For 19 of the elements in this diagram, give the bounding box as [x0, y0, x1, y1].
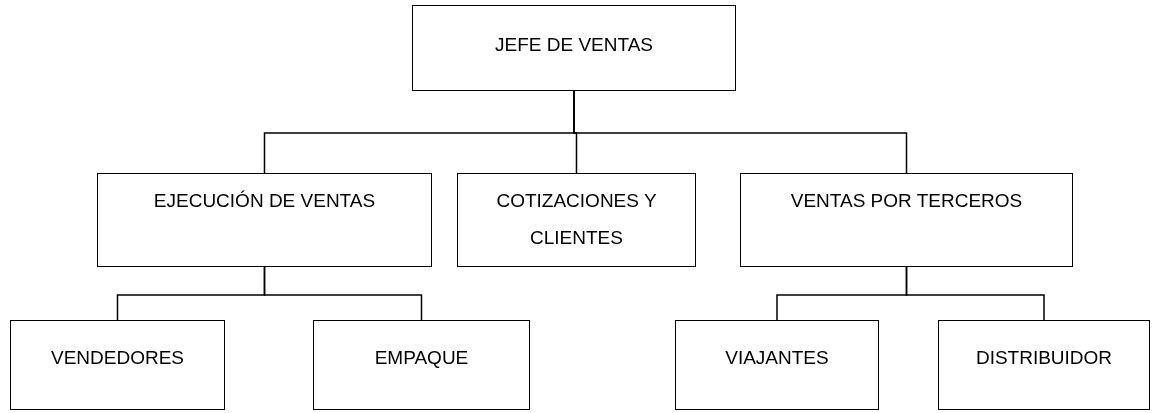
org-box — [10, 320, 225, 410]
box-label: COTIZACIONES Y CLIENTES — [495, 189, 658, 250]
connector-line — [263, 266, 423, 321]
connector-line — [573, 90, 908, 174]
box-label: VENDEDORES — [51, 346, 184, 370]
org-box — [740, 173, 1073, 267]
org-box — [412, 5, 736, 91]
box-label: EJECUCIÓN DE VENTAS — [153, 189, 376, 213]
org-box — [675, 320, 879, 410]
box-label: DISTRIBUIDOR — [975, 346, 1113, 370]
org-box — [97, 173, 432, 267]
org-box — [457, 173, 696, 267]
box-label: EMPAQUE — [374, 346, 469, 370]
box-label: VENTAS POR TERCEROS — [790, 189, 1023, 213]
connector-line — [905, 266, 1045, 321]
org-box — [938, 320, 1150, 410]
box-label: JEFE DE VENTAS — [495, 33, 653, 57]
org-box — [313, 320, 530, 410]
box-label: VIAJANTES — [725, 346, 829, 370]
